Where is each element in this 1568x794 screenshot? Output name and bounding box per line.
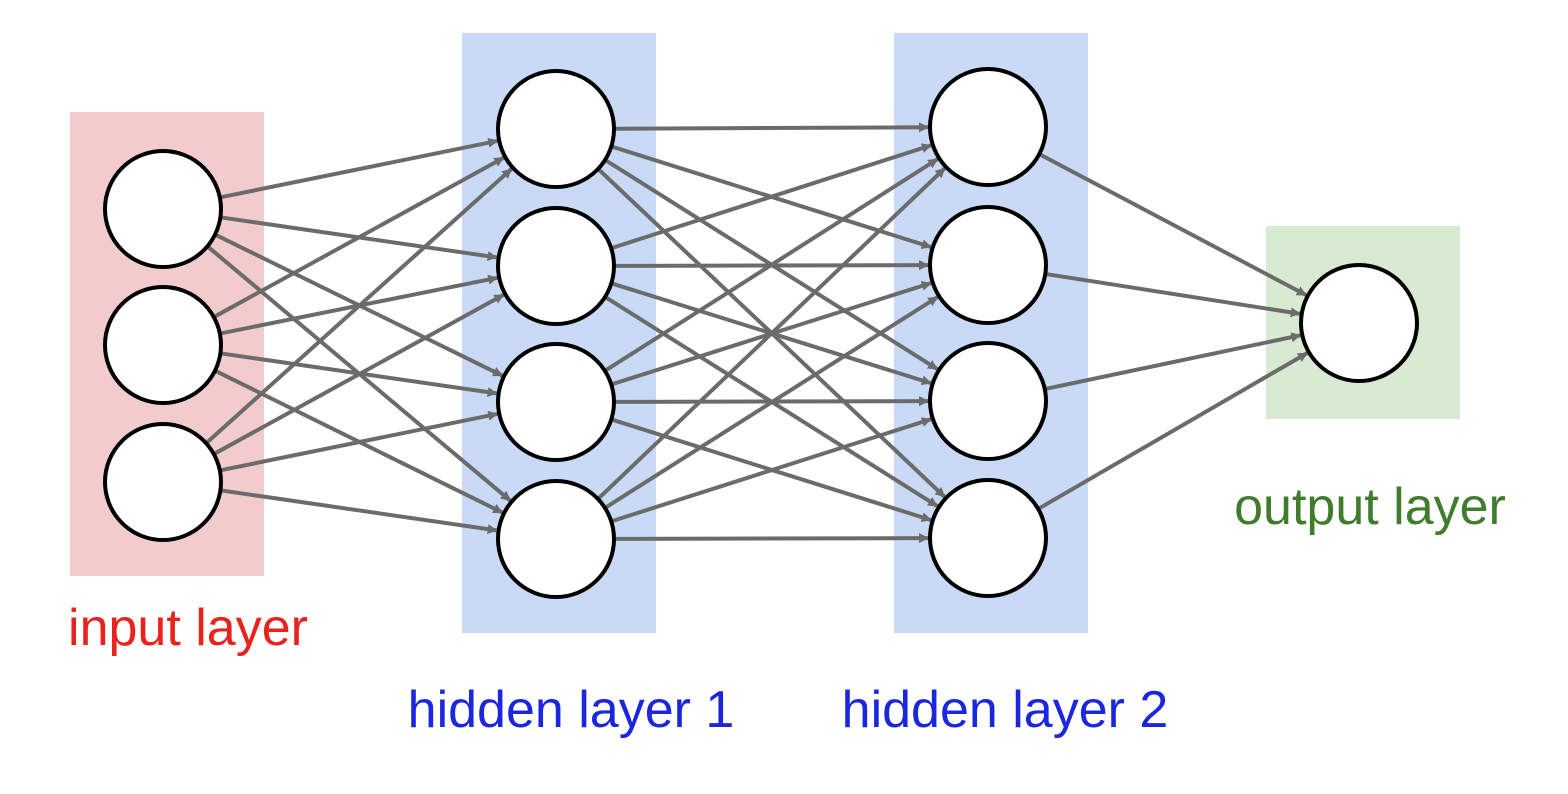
edge-input-hidden1-2-0 bbox=[204, 167, 513, 445]
neurons bbox=[103, 67, 1419, 599]
edge-input-hidden1-0-0 bbox=[219, 137, 499, 200]
edge-hidden2-output-2-0 bbox=[1044, 332, 1302, 392]
edge-hidden1-hidden2-1-0 bbox=[610, 143, 932, 251]
edge-input-hidden1-1-0 bbox=[212, 156, 505, 319]
input-node-3 bbox=[103, 422, 223, 542]
hidden2-node-2 bbox=[928, 205, 1048, 325]
input-layer-label: input layer bbox=[68, 599, 308, 657]
edge-hidden2-output-1-0 bbox=[1044, 271, 1301, 318]
edge-input-hidden1-2-2 bbox=[219, 410, 499, 473]
edge-input-hidden1-2-3 bbox=[220, 488, 498, 535]
hidden2-node-4 bbox=[928, 478, 1048, 598]
edge-hidden1-hidden2-3-0 bbox=[596, 166, 946, 501]
edge-input-hidden1-2-1 bbox=[212, 293, 505, 456]
connections bbox=[204, 122, 1309, 544]
hidden1-node-4 bbox=[496, 479, 616, 599]
hidden1-node-2 bbox=[496, 206, 616, 326]
output-layer-label: output layer bbox=[1234, 478, 1506, 536]
input-node-2 bbox=[103, 285, 223, 405]
edge-hidden2-output-3-0 bbox=[1037, 351, 1309, 511]
hidden2-node-1 bbox=[928, 67, 1048, 187]
edge-hidden1-hidden2-3-3 bbox=[613, 533, 930, 544]
hidden-layer-2-label: hidden layer 2 bbox=[842, 681, 1169, 739]
output-node-1 bbox=[1299, 263, 1419, 383]
edge-hidden1-hidden2-3-1 bbox=[603, 295, 939, 510]
input-node-1 bbox=[103, 149, 223, 269]
edge-hidden2-output-0-0 bbox=[1038, 152, 1307, 297]
hidden2-node-3 bbox=[928, 341, 1048, 461]
edge-hidden1-hidden2-2-0 bbox=[603, 157, 939, 373]
hidden1-node-3 bbox=[496, 342, 616, 462]
hidden1-node-1 bbox=[496, 69, 616, 189]
hidden-layer-1-label: hidden layer 1 bbox=[408, 681, 735, 739]
edge-hidden1-hidden2-3-2 bbox=[610, 417, 932, 524]
edge-hidden1-hidden2-0-0 bbox=[613, 122, 930, 133]
